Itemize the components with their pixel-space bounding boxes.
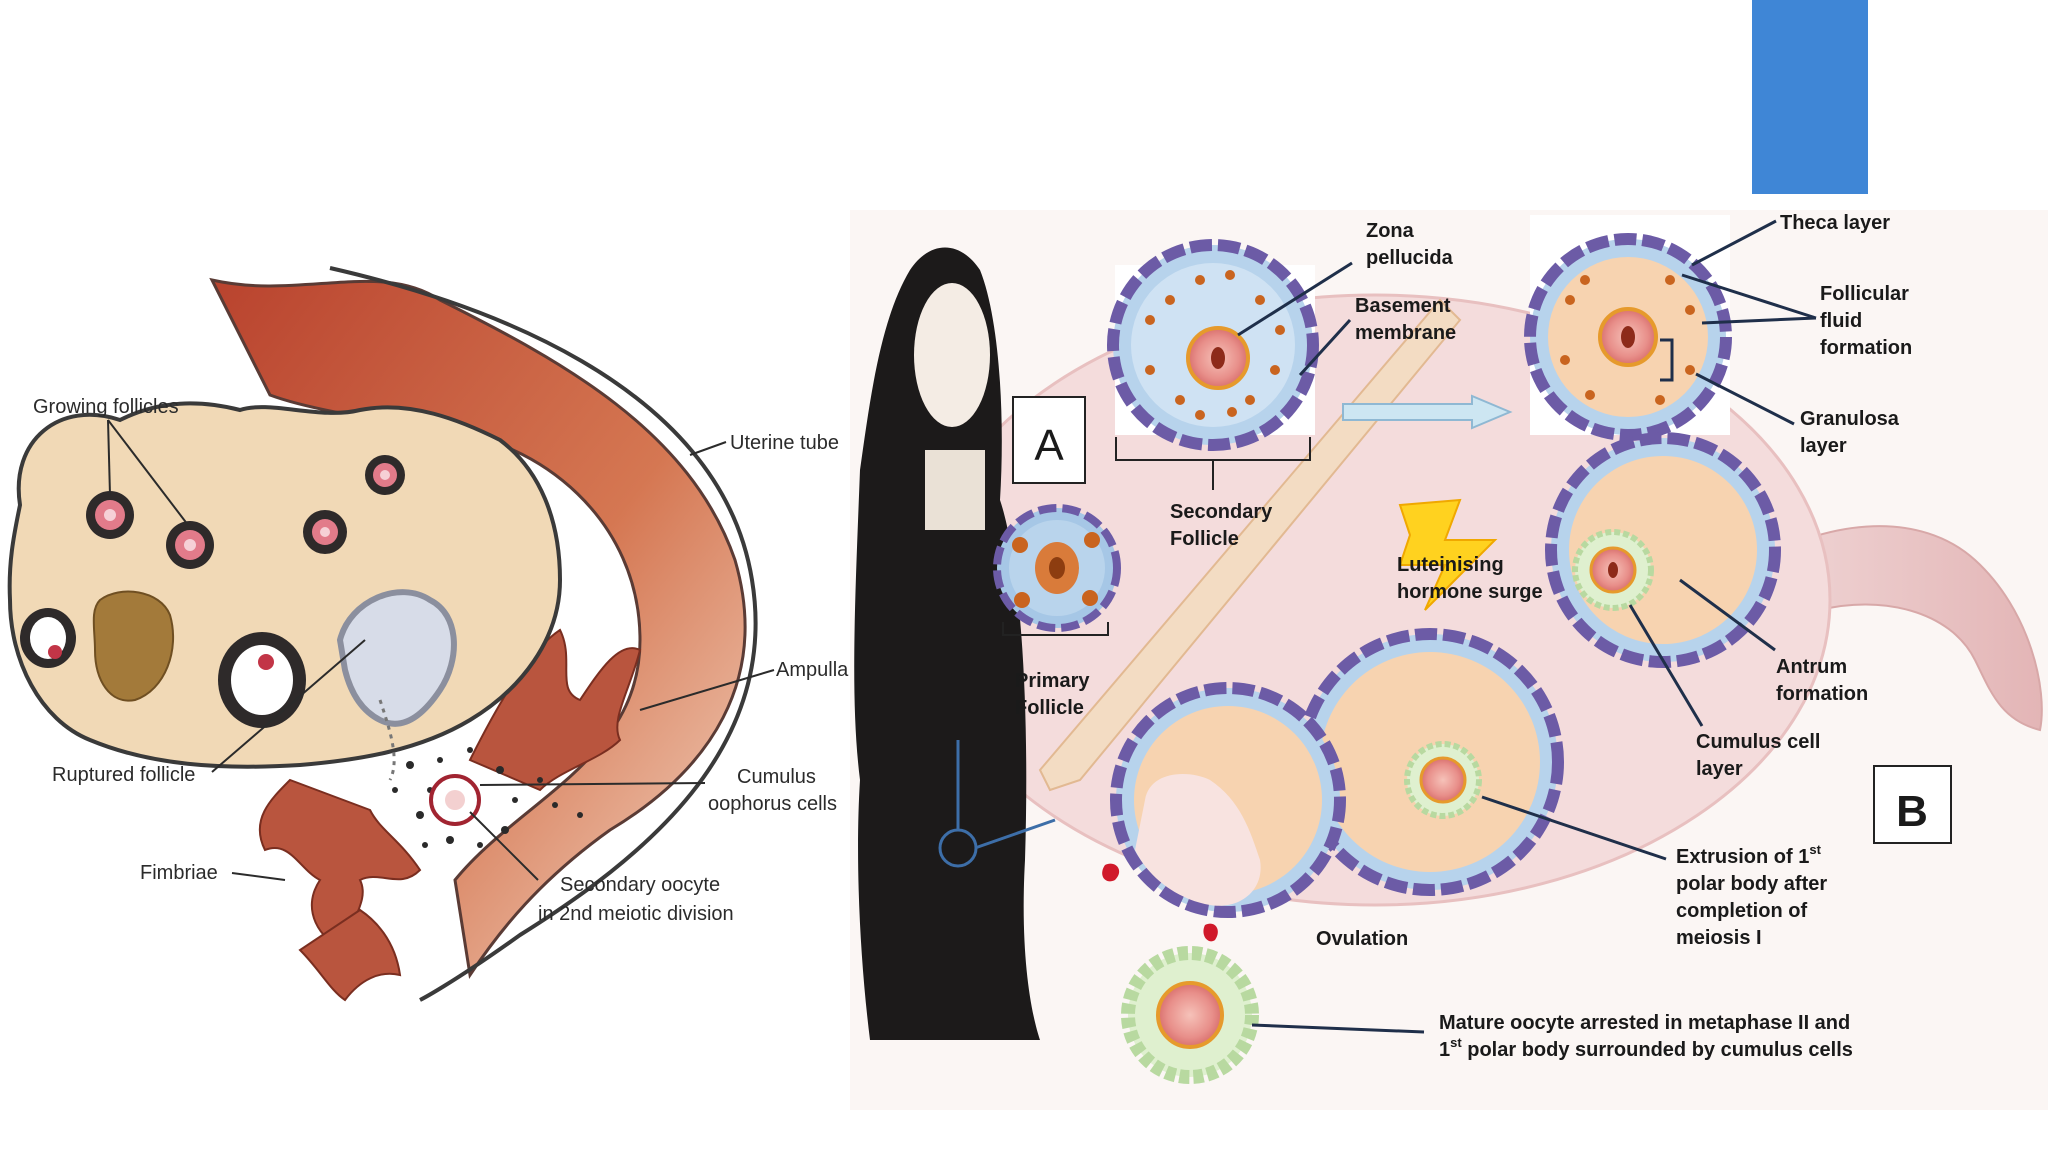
growing-follicles-shapes <box>20 455 405 728</box>
blue-accent-block <box>1752 0 1868 194</box>
label-ovulation: Ovulation <box>1316 928 1408 950</box>
left-leader-lines <box>107 419 775 881</box>
label-antrum-line2: formation <box>1776 683 1868 705</box>
label-zona-line2: pellucida <box>1366 247 1454 269</box>
label-uterine-tube: Uterine tube <box>730 432 839 454</box>
panel-a-label: A <box>1034 421 1064 470</box>
right-leader-arrows <box>1237 219 1817 1034</box>
left-ovary-diagram: Growing follicles Uterine tube Ampulla R… <box>7 266 849 1002</box>
antral-follicle-shape <box>1545 432 1781 668</box>
label-lh-line1: Luteinising <box>1397 554 1504 576</box>
woman-photo <box>854 247 1056 1040</box>
label-mature-line2: 1st polar body surrounded by cumulus cel… <box>1439 1035 1853 1061</box>
label-fimbriae: Fimbriae <box>140 862 218 884</box>
label-basement-line1: Basement <box>1355 295 1451 317</box>
early-antral-follicle-shape <box>1524 215 1732 441</box>
preovulatory-follicle-shape <box>1296 628 1564 896</box>
panel-b-label: B <box>1896 787 1928 836</box>
right-follicle-diagram: A B <box>850 210 2048 1110</box>
label-ruptured-follicle: Ruptured follicle <box>52 764 195 786</box>
label-secondary-oocyte-line1: Secondary oocyte <box>560 874 720 896</box>
label-ampulla: Ampulla <box>776 659 849 681</box>
panel-b-box <box>1873 765 1952 844</box>
label-primary-follicle-line1: Primary <box>1015 670 1090 692</box>
progression-arrow <box>1342 394 1513 430</box>
label-follicular-line2: fluid <box>1820 310 1862 332</box>
secondary-follicle-shape <box>1107 239 1319 451</box>
panel-a-box <box>1012 396 1086 484</box>
label-extrusion-line4: meiosis I <box>1676 927 1762 949</box>
label-cumulus-layer-line1: Cumulus cell <box>1696 731 1820 753</box>
uterine-tube-outer-wall <box>329 266 758 1002</box>
label-cumulus-layer-line2: layer <box>1696 758 1743 780</box>
fimbriae-shape <box>258 628 642 1002</box>
label-basement-line2: membrane <box>1355 322 1456 344</box>
label-extrusion-line2: polar body after <box>1676 873 1827 895</box>
label-follicular-line1: Follicular <box>1820 283 1909 305</box>
ruptured-follicle-shape <box>336 589 457 781</box>
label-mature-line1: Mature oocyte arrested in metaphase II a… <box>1439 1012 1850 1034</box>
fallopian-tube-right <box>1758 525 2043 732</box>
label-theca: Theca layer <box>1780 212 1890 234</box>
ovulating-follicle-shape <box>1102 682 1346 942</box>
label-secondary-follicle-line1: Secondary <box>1170 501 1273 523</box>
oocyte-nucleus <box>445 790 465 810</box>
label-extrusion-line1: Extrusion of 1st <box>1676 842 1822 868</box>
label-lh-line2: hormone surge <box>1397 581 1543 603</box>
lightning-icon <box>1398 498 1498 611</box>
label-growing-follicles: Growing follicles <box>33 396 179 418</box>
label-primary-follicle-line2: Follicle <box>1015 697 1084 719</box>
label-secondary-oocyte-line2: in 2nd meiotic division <box>538 903 734 925</box>
primary-bracket <box>1002 622 1109 636</box>
label-antrum-line1: Antrum <box>1776 656 1847 678</box>
label-follicular-line3: formation <box>1820 337 1912 359</box>
follicle-progression-band <box>1038 298 1462 792</box>
label-extrusion-line3: completion of <box>1676 900 1807 922</box>
label-cumulus-line2: oophorus cells <box>708 793 837 815</box>
mature-oocyte-shape <box>1121 946 1259 1084</box>
uterine-tube-shape <box>209 277 747 980</box>
label-granulosa-line1: Granulosa <box>1800 408 1900 430</box>
label-secondary-follicle-line2: Follicle <box>1170 528 1239 550</box>
label-zona-line1: Zona <box>1366 220 1415 242</box>
label-granulosa-line2: layer <box>1800 435 1847 457</box>
label-cumulus-line1: Cumulus <box>737 766 816 788</box>
primary-follicle-shape <box>993 504 1121 632</box>
